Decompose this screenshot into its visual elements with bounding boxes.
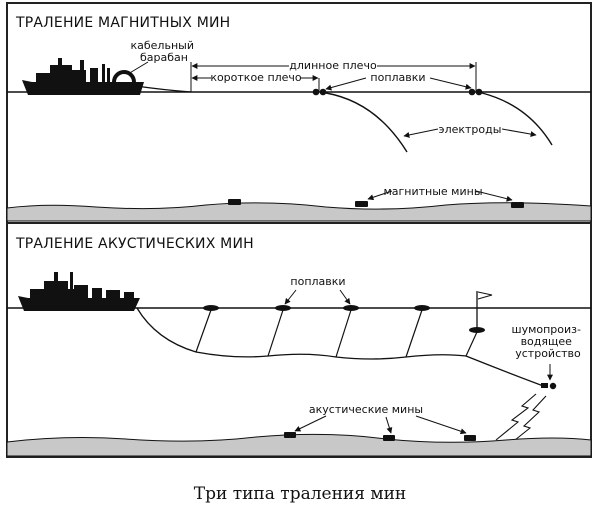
mine-m3 (511, 202, 524, 208)
outer-border (6, 2, 592, 458)
magnetic-floats (312, 88, 483, 96)
minesweeping-diagram: ТРАЛЕНИЕ МАГНИТНЫХ МИН кабельный барабан… (6, 2, 592, 458)
float-1 (312, 88, 320, 96)
long-arm-label: длинное плечо (289, 59, 377, 72)
figure-caption: Три типа траления мин (193, 484, 407, 504)
sound-waves (495, 393, 547, 445)
a-float-1 (203, 305, 219, 311)
magnetic-floats-label: поплавки (370, 71, 425, 84)
minesweeper-ship-icon-2 (18, 272, 140, 311)
seabed-bottom (6, 433, 592, 457)
noise-device-label-1: шумопроиз- (512, 323, 582, 336)
float-lines (195, 309, 478, 358)
short-arm-label: короткое плечо (210, 71, 302, 84)
cable-drum-label-2: барабан (140, 51, 188, 64)
acoustic-mines-label: акустические мины (309, 403, 423, 416)
magnetic-panel-title: ТРАЛЕНИЕ МАГНИТНЫХ МИН (15, 15, 230, 31)
acoustic-floats-label: поплавки (290, 275, 345, 288)
noise-device-label-3: устройство (515, 347, 581, 360)
magnetic-mines (228, 199, 524, 208)
noise-device-label: шумопроиз- водящее устройство (512, 323, 585, 360)
noise-device-label-2: водящее (521, 335, 573, 348)
float-4 (475, 88, 483, 96)
electrode-long (481, 92, 553, 146)
acoustic-mines (284, 432, 476, 441)
mine-a1 (284, 432, 296, 438)
acoustic-tow-cable (136, 307, 547, 388)
diagram-frame: ТРАЛЕНИЕ МАГНИТНЫХ МИН кабельный барабан… (6, 2, 592, 458)
acoustic-floats (203, 305, 430, 311)
mine-a2 (383, 435, 395, 441)
float-2 (319, 88, 327, 96)
cable-drum-label: кабельный барабан (131, 39, 198, 64)
mine-a3 (464, 435, 476, 441)
acoustic-panel-title: ТРАЛЕНИЕ АКУСТИЧЕСКИХ МИН (15, 236, 254, 252)
cable-drum-label-1: кабельный (131, 39, 194, 52)
seabed-top (6, 202, 592, 222)
a-float-3 (343, 305, 359, 311)
marker-buoy-icon (469, 291, 493, 333)
mine-m1 (228, 199, 241, 205)
minesweeper-ship-icon (22, 58, 144, 95)
mine-m2 (355, 201, 368, 207)
float-3 (468, 88, 476, 96)
magnetic-mines-label: магнитные мины (383, 185, 482, 198)
electrode-short (325, 92, 408, 153)
a-float-2 (275, 305, 291, 311)
a-float-4 (414, 305, 430, 311)
noise-device-icon (541, 382, 557, 390)
electrodes-label: электроды (439, 123, 502, 136)
